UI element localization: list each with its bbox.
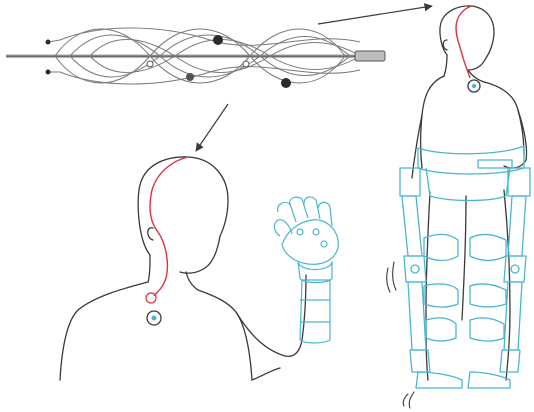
electrode-node xyxy=(213,35,223,45)
exo-right-hip-joint xyxy=(508,168,530,196)
exo-left-hip-joint xyxy=(400,168,420,196)
stent-electrodes xyxy=(46,35,292,88)
motion-lines xyxy=(387,262,414,408)
electrode-node xyxy=(46,40,51,45)
exo-thigh-cuff xyxy=(424,234,458,260)
robotic-thumb xyxy=(274,220,292,236)
electrode-node xyxy=(46,70,51,75)
exo-left-foot xyxy=(416,372,462,388)
robotic-finger xyxy=(278,202,296,222)
exo-knee-cuff xyxy=(470,284,506,307)
exo-left-shin-bar xyxy=(408,282,426,350)
seated-user-with-robotic-hand xyxy=(60,157,338,380)
seated-person-outline xyxy=(60,157,306,380)
robotic-hand xyxy=(274,197,338,343)
seated-implant-lead xyxy=(150,157,188,296)
stent-connector xyxy=(355,51,385,61)
seated-torso xyxy=(60,282,148,380)
exo-left-thigh-bar xyxy=(402,196,422,256)
standing-implant-lead xyxy=(456,6,472,78)
electrode-node xyxy=(281,78,291,88)
standing-torso xyxy=(421,76,445,168)
seated-lead-loop xyxy=(146,293,156,303)
standing-chest-receiver-core xyxy=(472,84,476,88)
arrow-to-exoskeleton-user xyxy=(318,6,432,24)
electrode-node xyxy=(243,61,249,67)
electrode-node xyxy=(147,61,153,67)
seated-chest-receiver-core xyxy=(152,316,157,321)
exo-right-foot xyxy=(468,372,510,388)
seated-raised-arm xyxy=(236,275,306,356)
exo-left-knee-joint xyxy=(404,256,426,282)
exo-shin-cuff xyxy=(470,318,504,341)
exo-knee-cuff xyxy=(424,284,458,307)
exo-right-ankle xyxy=(500,350,520,372)
exo-right-knee-joint xyxy=(504,256,526,282)
electrode-node xyxy=(186,73,194,81)
exo-thigh-cuff xyxy=(470,234,506,260)
stentrode-device xyxy=(6,28,385,88)
seated-ear xyxy=(148,228,153,240)
seated-head xyxy=(138,157,228,273)
arrow-to-seated-user xyxy=(196,104,228,151)
exo-shin-cuff xyxy=(426,318,456,341)
robotic-palm xyxy=(282,220,338,265)
exo-right-shin-bar xyxy=(504,282,522,350)
robotic-finger xyxy=(304,197,320,219)
standing-user-with-exoskeleton xyxy=(387,6,530,408)
standing-head xyxy=(440,6,494,70)
exo-right-thigh-bar xyxy=(508,196,526,256)
